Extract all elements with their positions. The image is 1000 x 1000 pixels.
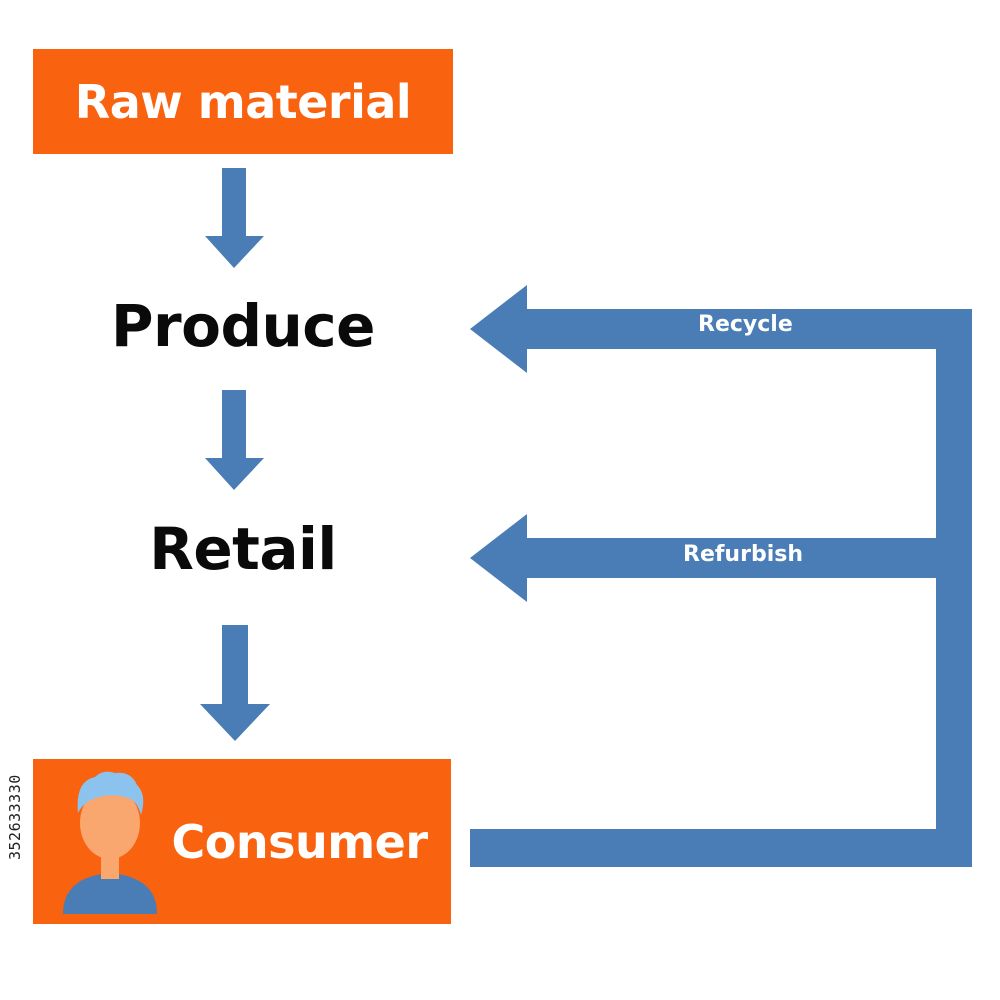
down-arrow-icon [205, 390, 264, 490]
raw-material-box: Raw material [33, 49, 453, 154]
return-loop-path [470, 309, 972, 867]
recycle-label: Recycle [698, 312, 793, 337]
person-avatar-icon [63, 771, 157, 914]
consumer-label: Consumer [171, 814, 428, 869]
raw-material-label: Raw material [74, 74, 412, 129]
consumer-box: Consumer [33, 759, 451, 924]
stock-id-watermark: 352633330 [6, 774, 24, 860]
down-arrow-icon [200, 625, 270, 741]
recycle-arrow-icon [470, 285, 972, 373]
down-arrow-icon [205, 168, 264, 268]
retail-label: Retail [149, 515, 337, 583]
produce-label: Produce [111, 292, 376, 360]
refurbish-label: Refurbish [683, 542, 803, 567]
refurbish-arrow-icon [470, 514, 972, 602]
